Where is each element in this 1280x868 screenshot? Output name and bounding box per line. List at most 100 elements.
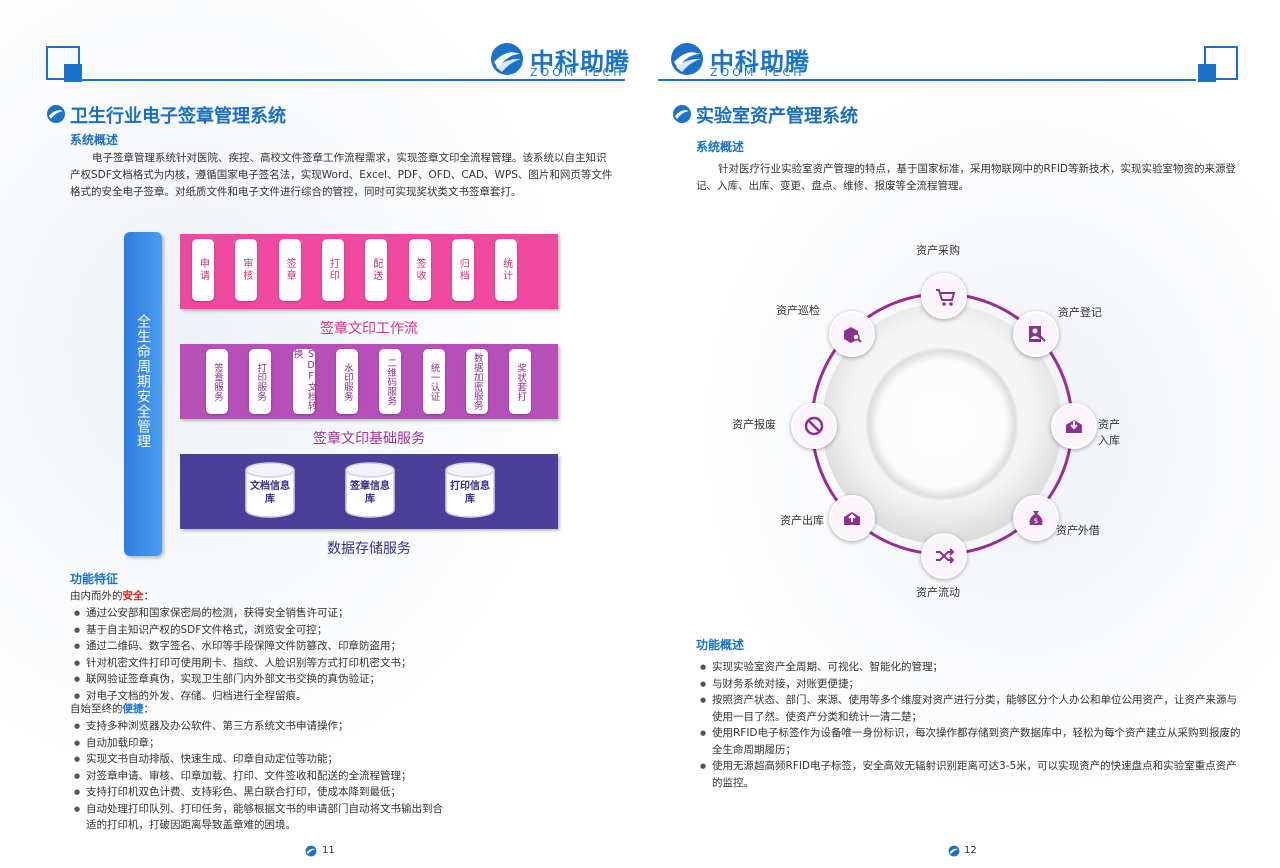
cycle-node-label: 资产采购 [916, 244, 960, 257]
cycle-node [1012, 311, 1059, 358]
security-highlight: 安全 [122, 590, 144, 602]
brand-name: 中科助腾 [530, 48, 630, 76]
workflow-step: 审核 [235, 239, 258, 301]
service-item: 水印服务 [335, 349, 358, 414]
workflow-step: 签收 [408, 239, 431, 301]
overview-text: 针对医疗行业实验室资产管理的特点，基于国家标准，采用物联网中的RFID等新技术，… [696, 163, 1237, 192]
cycle-node [829, 494, 876, 541]
list-item: 针对机密文件打印可使用刷卡、指纹、人脸识别等方式打印机密文书； [72, 655, 617, 672]
list-item: 联网验证签章真伪，实现卫生部门内外部文书交换的真伪验证； [72, 671, 617, 688]
services-label: 签章文印基础服务 [313, 431, 425, 447]
section-title: 实验室资产管理系统 [696, 106, 858, 127]
workflow-step: 配送 [365, 239, 388, 301]
list-item: 实现实验室资产全周期、可视化、智能化的管理； [698, 659, 1243, 676]
service-item: 奖状套打 [509, 349, 532, 414]
brand-logo: 中科助腾 ZOOM TECH [490, 40, 630, 80]
brand-sub: ZOOM TECH [710, 66, 805, 79]
svg-text:$: $ [1034, 517, 1038, 525]
forbidden-icon [804, 416, 824, 436]
cycle-node-label: 资产出库 [780, 513, 825, 527]
page-number: 11 [322, 845, 335, 856]
storage-database-label: 打印信息库 [450, 481, 490, 505]
page-logo-icon [948, 845, 960, 857]
cycle-node [791, 403, 837, 449]
cycle-node [1051, 403, 1097, 449]
service-item: 打印服务 [249, 349, 272, 414]
page-logo-icon [305, 845, 317, 857]
cycle-node [921, 533, 967, 579]
service-item: 统一认证 [422, 349, 445, 414]
storage-database: 文档信息库 [244, 462, 296, 518]
register-icon [1028, 326, 1046, 343]
cycle-node: $ [1012, 494, 1059, 541]
corner-decoration [46, 46, 80, 80]
right-page: 中科助腾 ZOOM TECH 实验室资产管理系统 系统概述 针对医疗行业实验室资… [640, 0, 1280, 868]
list-item: 使用RFID电子标签作为设备唯一身份标识，每次操作都存储到资产数据库中，轻松为每… [698, 725, 1243, 758]
security-intro: 由内而外的安全： [70, 588, 154, 605]
inspect-icon [844, 327, 862, 344]
database-cylinder-icon [245, 462, 295, 518]
workflow-label: 签章文印工作流 [320, 321, 418, 337]
storage-database: 签章信息库 [344, 462, 396, 518]
list-item: 自动加载印章； [72, 735, 452, 752]
corner-decoration-fill [64, 64, 82, 82]
workflow-step: 申请 [192, 239, 214, 301]
cycle-node [921, 273, 967, 319]
security-prefix: 由内而外的 [70, 590, 123, 602]
cycle-node-label: 资产巡检 [776, 304, 821, 318]
features-list: 实现实验室资产全周期、可视化、智能化的管理；与财务系统对接，对账更便捷；按照资产… [698, 659, 1243, 791]
storage-label: 数据存储服务 [327, 541, 411, 557]
logo-swoosh-icon [671, 43, 703, 75]
cycle-node-label: 资产登记 [1057, 306, 1102, 320]
list-item: 自动处理打印队列、打印任务，能够根据文书的申请部门自动将文书输出到合适的打印机，… [72, 801, 452, 834]
security-list: 通过公安部和国家保密局的检测，获得安全销售许可证；基于自主知识产权的SDF文件格… [72, 605, 617, 704]
asset-cycle-diagram: 资产采购资产登记资产入库$资产外借资产流动资产出库资产报废资产巡检 [732, 240, 1120, 610]
service-item: 数据加密服务 [465, 349, 488, 414]
section-title: 卫生行业电子签章管理系统 [70, 106, 286, 127]
page-number: 12 [964, 845, 977, 856]
cart-icon [936, 289, 956, 306]
list-item: 按照资产状态、部门、来源、使用等多个维度对资产进行分类，能够区分个人办公和单位公… [698, 692, 1243, 725]
overview-text: 电子签章管理系统针对医院、疾控、高校文件签章工作流程需求，实现签章文印全流程管理… [70, 152, 613, 198]
brand-sub: ZOOM TECH [530, 66, 625, 79]
overview-heading: 系统概述 [696, 140, 745, 154]
workflow-step: 归档 [451, 239, 474, 301]
storage-database-label: 签章信息库 [350, 481, 390, 505]
storage-database: 打印信息库 [444, 462, 496, 518]
convenience-highlight: 便捷 [122, 703, 144, 715]
corner-decoration [1204, 46, 1238, 80]
workflow-step: 统计 [495, 239, 518, 301]
list-item: 使用无源超高频RFID电子标签，安全高效无辐射识别距离可达3-5米，可以实现资产… [698, 758, 1243, 791]
convenience-list: 支持多种浏览器及办公软件、第三方系统文书申请操作；自动加载印章；实现文书自动排版… [72, 718, 452, 834]
overview-heading: 系统概述 [70, 133, 119, 147]
features-heading: 功能概述 [696, 638, 745, 652]
database-cylinder-icon [445, 462, 495, 518]
lifecycle-label: 全生命周期安全管理 [135, 314, 151, 449]
cycle-node-label: 资产流动 [916, 586, 960, 599]
cycle-node-label: 资产入库 [1098, 418, 1120, 447]
list-item: 支持打印机双色计费、支持彩色、黑白联合打印，使成本降到最低； [72, 784, 452, 801]
convenience-intro: 自始至终的便捷： [70, 701, 154, 718]
cycle-node-label: 资产外借 [1055, 523, 1100, 537]
lifecycle-bar [124, 232, 162, 556]
service-item: 签章服务 [206, 349, 228, 414]
cycle-ring [810, 292, 1074, 556]
services-panel [180, 344, 558, 419]
list-item: 通过二维码、数字签名、水印等手段保障文件防篡改、印章防盗用； [72, 638, 617, 655]
logo-swoosh-icon [491, 43, 523, 75]
list-item: 对电子文档的外发、存储、归档进行全程留痕。 [72, 688, 617, 705]
cycle-node [829, 311, 876, 358]
list-item: 对签章申请、审核、印章加载、打印、文件签收和配送的全流程管理； [72, 768, 452, 785]
inbox-icon [1066, 420, 1082, 433]
list-item: 实现文书自动排版、快速生成、印章自动定位等功能； [72, 751, 452, 768]
section-bullet-icon [673, 105, 691, 123]
section-bullet-icon [47, 105, 65, 123]
architecture-diagram: 全生命周期安全管理 签章文印工作流 签章文印基础服务 数据存储服务 申请审核签章… [120, 232, 565, 562]
list-item: 支持多种浏览器及办公软件、第三方系统文书申请操作； [72, 718, 452, 735]
service-item: 二维码服务 [379, 349, 402, 414]
features-heading: 功能特征 [70, 572, 119, 586]
brand-name: 中科助腾 [710, 48, 810, 76]
list-item: 通过公安部和国家保密局的检测，获得安全销售许可证； [72, 605, 617, 622]
shuffle-icon [936, 548, 955, 564]
convenience-prefix: 自始至终的 [70, 703, 123, 715]
